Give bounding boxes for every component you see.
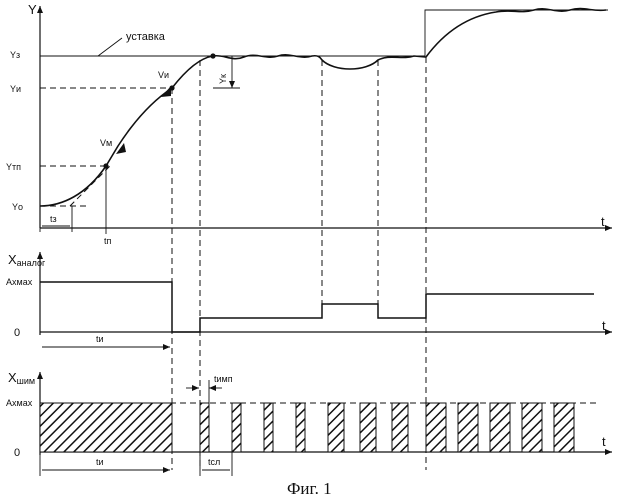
level-y3-label: Yз (10, 50, 20, 60)
bottom-ti-label: tи (96, 457, 104, 467)
pwm-pulse (554, 403, 574, 452)
setpoint-label-leader (98, 38, 122, 56)
tp-label: tп (104, 236, 112, 246)
pwm-pulses (200, 403, 574, 452)
setpoint-line-2 (425, 10, 608, 56)
point-peak (210, 53, 215, 58)
overshoot-label: Yк (218, 74, 228, 84)
pwm-pulse (264, 403, 273, 452)
top-plot: Y t уставка Yз Yи Yтп Yо Vм Vи Yк (6, 2, 612, 246)
level-yo-label: Yо (12, 202, 23, 212)
bottom-x-axis-label: t (602, 434, 606, 449)
bottom-y-axis-label: Xшим (8, 370, 35, 386)
middle-zero-label: 0 (14, 327, 20, 339)
level-yi-label: Yи (10, 84, 21, 94)
analog-signal (40, 282, 594, 332)
tz-label: tз (50, 214, 57, 224)
process-curve (40, 9, 606, 206)
pwm-pulse (328, 403, 344, 452)
middle-plot: Xаналог t Aхмах 0 tи (6, 252, 612, 347)
pwm-pulse (200, 403, 209, 452)
pwm-pulse (490, 403, 510, 452)
top-x-axis-label: t (601, 214, 605, 229)
pwm-pulse (522, 403, 542, 452)
bottom-zero-label: 0 (14, 447, 20, 459)
middle-amax-label: Aхмах (6, 277, 33, 287)
figure-caption: Фиг. 1 (287, 479, 332, 498)
pwm-pulse (458, 403, 478, 452)
pwm-full-block (40, 403, 172, 452)
level-ytp-label: Yтп (6, 162, 21, 172)
pwm-pulse (232, 403, 241, 452)
speed-vi-label: Vи (158, 70, 169, 80)
pwm-pulse (426, 403, 446, 452)
middle-ti-label: tи (96, 334, 104, 344)
speed-vm-label: Vм (100, 138, 112, 148)
speed-vm-arrow (116, 143, 126, 154)
bottom-amax-label: Aхмах (6, 398, 33, 408)
bottom-plot: Xшим t Aхмах 0 tимп tи tсл (6, 370, 612, 476)
pwm-pulse (392, 403, 408, 452)
middle-x-axis-label: t (602, 318, 606, 333)
timp-label: tимп (214, 374, 233, 384)
tsl-label: tсл (208, 457, 220, 467)
top-y-axis-label: Y (28, 2, 37, 17)
setpoint-label: уставка (126, 31, 166, 43)
pwm-pulse (296, 403, 305, 452)
pwm-pulse (360, 403, 376, 452)
